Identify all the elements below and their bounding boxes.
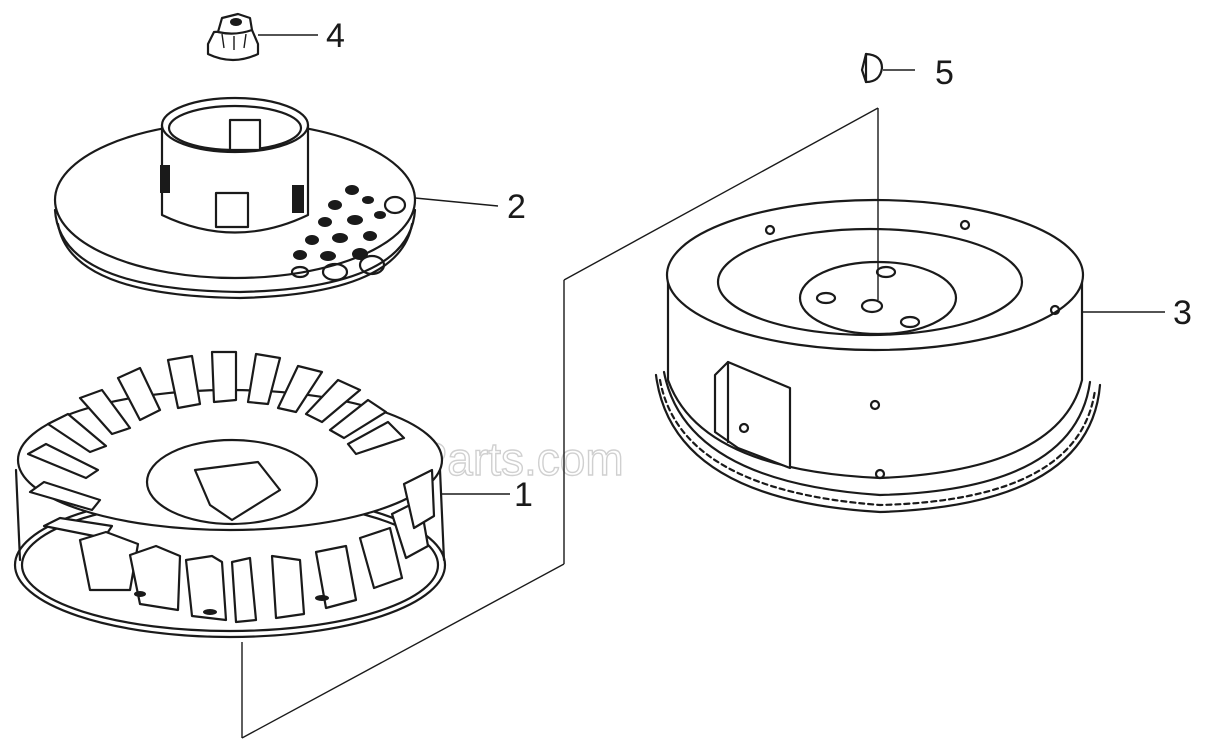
callout-5: 5: [935, 54, 954, 92]
part-nut-drawing: [206, 12, 260, 62]
assembly-lines: [241, 107, 879, 739]
callout-3: 3: [1173, 294, 1192, 332]
callout-1: 1: [514, 476, 533, 514]
callout-4: 4: [326, 17, 345, 55]
part-fan-drawing: [13, 350, 447, 639]
leader-lines: [258, 34, 1165, 495]
part-flywheel-drawing: [654, 198, 1102, 514]
callout-2: 2: [507, 188, 526, 226]
part-key-drawing: [860, 52, 884, 84]
part-pulley-drawing: [53, 96, 417, 300]
